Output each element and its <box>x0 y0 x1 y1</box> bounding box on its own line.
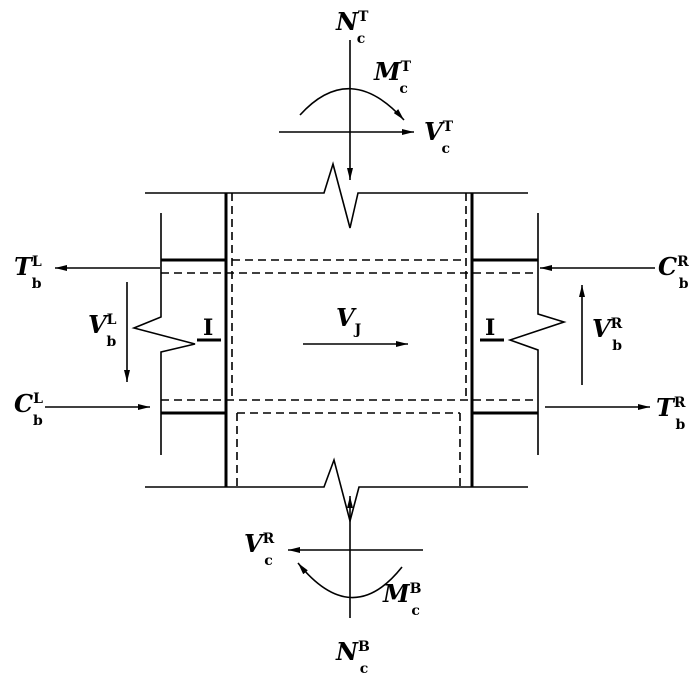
force-arrows <box>45 40 655 618</box>
hidden-lines <box>161 193 538 487</box>
section-mark-left: I <box>203 315 213 341</box>
beam-flanges <box>161 258 538 415</box>
column-top-edge <box>145 161 528 229</box>
left-beam-end <box>131 213 196 455</box>
label-VJ: VJ <box>336 303 362 338</box>
column-bottom-edge <box>145 457 528 525</box>
section-mark-right: I <box>485 315 495 341</box>
right-beam-end <box>507 213 567 455</box>
